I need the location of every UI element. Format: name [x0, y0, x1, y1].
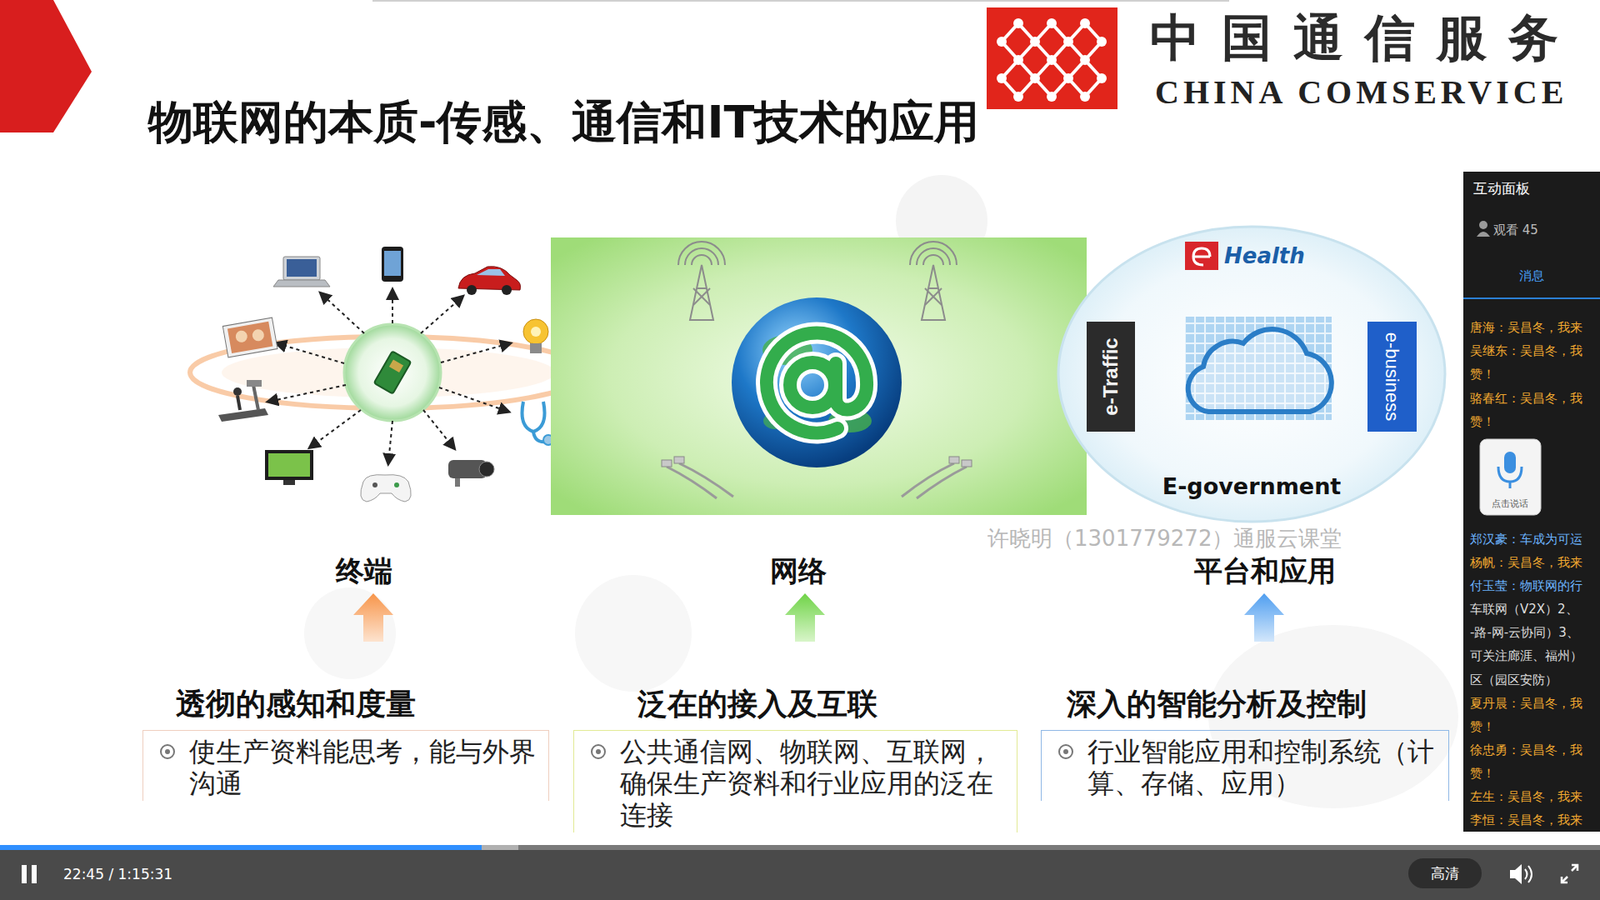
chat-message: 李恒：吴昌冬，我来	[1470, 812, 1583, 829]
box-heading: 透彻的感知和度量	[175, 685, 550, 724]
box-body: 公共通信网、物联网、互联网，确保生产资料和行业应用的泛在连接	[573, 730, 1018, 833]
application-circle: Health e-Traffic e-businessE-government	[1055, 223, 1449, 525]
chat-message: 徐忠勇：吴昌冬，我	[1470, 742, 1583, 759]
chat-message: 区（园区安防）	[1470, 672, 1558, 689]
chat-message: 骆春红：吴昌冬，我	[1470, 390, 1583, 407]
bullet-icon	[1056, 742, 1075, 761]
bullet-symbol	[1056, 742, 1075, 761]
panel-tab: 消息	[1519, 268, 1545, 285]
bullet-symbol	[158, 742, 177, 761]
bullet-icon	[158, 742, 177, 761]
description-box: 深入的智能分析及控制行业智能应用和控制系统（计算、存储、应用）	[1040, 685, 1450, 801]
panel-title: 互动面板	[1473, 179, 1530, 199]
chat-message: 唐海：吴昌冬，我来	[1470, 320, 1583, 336]
column-heading: 平台和应用	[1194, 552, 1336, 591]
time-display: 22:45 / 1:15:31	[63, 865, 173, 883]
company-name: 中国通信服务	[1150, 5, 1580, 73]
slide-title: 物联网的本质-传感、通信和IT技术的应用	[148, 92, 980, 154]
quality-button: 高清	[1430, 864, 1460, 884]
column-heading: 网络	[770, 552, 827, 591]
chat-message: 夏丹晨：吴昌冬，我	[1470, 695, 1583, 712]
chat-message: 付玉莹：物联网的行	[1470, 578, 1583, 595]
box-text: 公共通信网、物联网、互联网，确保生产资料和行业应用的泛在连接	[620, 735, 1009, 831]
box-text: 使生产资料能思考，能与外界沟通	[189, 735, 540, 800]
chat-message: 车联网（V2X）2、	[1470, 601, 1579, 618]
chat-message: -路-网-云协同）3、	[1470, 625, 1580, 641]
chat-message: 可关注廊涯、福州）	[1470, 648, 1583, 665]
watermark: 许晓明（1301779272）通服云课堂	[987, 524, 1342, 554]
chat-message: 赞！	[1470, 765, 1495, 782]
company-name-en: CHINA COMSERVICE	[1155, 72, 1568, 112]
description-box: 透彻的感知和度量使生产资料能思考，能与外界沟通	[142, 685, 550, 801]
box-heading: 深入的智能分析及控制	[1066, 685, 1450, 724]
column-heading: 终端	[335, 552, 393, 591]
chat-message: 左生：吴昌冬，我来	[1470, 789, 1583, 805]
rotated-label: e-Traffic	[1099, 337, 1123, 415]
chat-message: 赞！	[1470, 414, 1495, 430]
chat-message: 郑汉豪：车成为可运	[1470, 531, 1583, 548]
circle-caption: E-government	[1162, 473, 1342, 500]
box-heading: 泛在的接入及互联	[637, 685, 1018, 724]
chat-message: 吴继东：吴昌冬，我	[1470, 343, 1583, 360]
mic-caption: 点击说话	[1491, 497, 1529, 510]
chat-message: 赞！	[1470, 366, 1495, 383]
chat-message: 赞！	[1470, 719, 1495, 735]
chat-message: 杨帆：吴昌冬，我来	[1470, 555, 1583, 571]
bullet-symbol	[589, 742, 608, 761]
logo-text: Health	[1224, 243, 1305, 269]
bullet-icon	[589, 742, 608, 761]
description-box: 泛在的接入及互联公共通信网、物联网、互联网，确保生产资料和行业应用的泛在连接	[573, 685, 1018, 833]
box-body: 行业智能应用和控制系统（计算、存储、应用）	[1040, 730, 1450, 801]
rotated-label: e-business	[1380, 332, 1403, 421]
box-body: 使生产资料能思考，能与外界沟通	[142, 730, 550, 801]
viewer-count: 观看 45	[1493, 222, 1539, 239]
box-text: 行业智能应用和控制系统（计算、存储、应用）	[1087, 735, 1440, 800]
